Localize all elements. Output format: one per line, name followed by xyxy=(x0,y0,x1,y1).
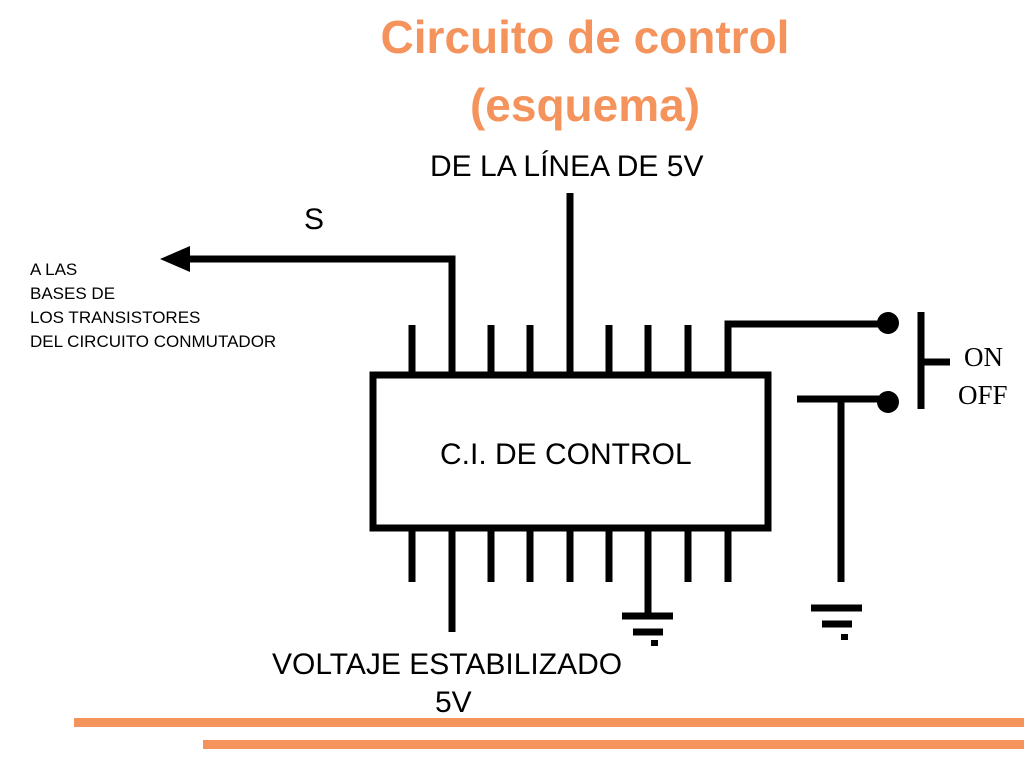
switch-on-label: ON xyxy=(964,342,1003,372)
switch-contact-off xyxy=(877,391,899,413)
voltage-label-line-1: VOLTAJE ESTABILIZADO xyxy=(272,648,623,681)
output-note-line-3: LOS TRANSISTORES xyxy=(30,308,201,327)
decorative-bar-bottom xyxy=(203,740,1024,749)
switch-wire-top xyxy=(724,320,888,330)
supply-label: DE LA LÍNEA DE 5V xyxy=(430,150,704,183)
output-note: A LAS BASES DE LOS TRANSISTORES DEL CIRC… xyxy=(30,258,276,354)
slide-title-line-2: (esquema) xyxy=(469,79,701,131)
output-note-line-2: BASES DE xyxy=(30,284,116,303)
output-label: S xyxy=(304,203,325,236)
output-wire xyxy=(188,255,456,330)
output-note-line-1: A LAS xyxy=(30,260,78,279)
decorative-bar-top xyxy=(74,718,1024,727)
switch-contact-on xyxy=(877,312,899,334)
output-note-line-4: DEL CIRCUITO CONMUTADOR xyxy=(30,332,277,351)
slide-title-line-1: Circuito de control xyxy=(380,11,790,63)
switch-off-label: OFF xyxy=(958,380,1008,410)
output-arrow-head xyxy=(160,246,190,272)
voltage-label-line-2: 5V xyxy=(435,686,472,719)
chip-label: C.I. DE CONTROL xyxy=(440,438,692,471)
